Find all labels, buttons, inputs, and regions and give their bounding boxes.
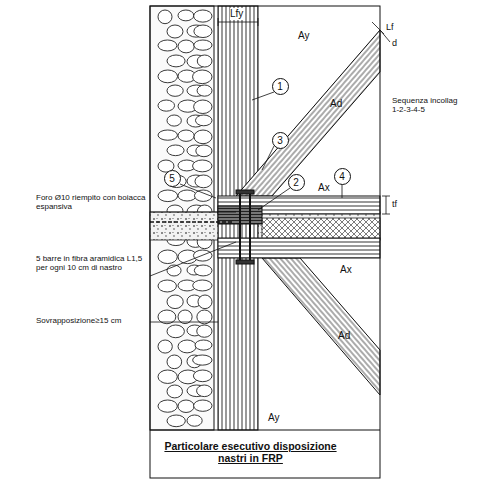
stone <box>167 325 184 338</box>
stone <box>195 175 212 188</box>
stone <box>193 280 212 291</box>
drawing-frame <box>150 6 380 478</box>
callout-number: 1 <box>277 81 283 92</box>
dimension-label: Ad <box>338 330 350 342</box>
leader-lines <box>150 92 342 322</box>
dimension-label: Ay <box>298 30 310 42</box>
stone <box>167 415 185 427</box>
stone <box>195 340 212 350</box>
stone <box>158 370 177 383</box>
stone <box>178 130 194 141</box>
note-text: 5 barre in fibra aramidica L1,5 per ogni… <box>36 254 148 272</box>
stone <box>194 25 212 38</box>
callout-circle: 2 <box>288 174 305 191</box>
stone <box>198 295 212 309</box>
dimension-label: tf <box>392 199 397 209</box>
stone <box>167 385 182 398</box>
stone <box>194 130 212 144</box>
stone <box>167 55 185 67</box>
stone <box>194 10 212 22</box>
stone <box>194 400 212 411</box>
anchor-bolts <box>150 190 254 264</box>
stone <box>197 325 212 337</box>
stone <box>158 280 176 292</box>
callout-number: 2 <box>293 177 299 188</box>
stone <box>167 295 183 309</box>
dimension-label: Ax <box>318 182 330 194</box>
dimension-label: Ad <box>330 98 342 110</box>
stone <box>187 415 202 426</box>
stone <box>178 400 194 412</box>
stone <box>193 160 212 172</box>
callout-circle: 5 <box>164 170 181 187</box>
note-text: Foro Ø10 riempito con boiacca espansiva <box>36 193 148 211</box>
slab-gravel <box>150 212 380 240</box>
stone <box>194 265 212 276</box>
stone <box>158 250 177 264</box>
dimension-label: Ay <box>268 412 280 424</box>
stone <box>178 10 194 21</box>
callout-circle: 3 <box>272 132 289 149</box>
stone <box>178 190 196 201</box>
stone <box>158 70 178 83</box>
stone <box>194 100 212 114</box>
stone <box>167 85 183 96</box>
horizontal-frp-strip <box>218 238 380 258</box>
stone <box>167 145 184 156</box>
stone <box>158 10 172 24</box>
diagonal-frp-strip <box>262 258 380 395</box>
stone <box>197 85 212 96</box>
stone <box>197 385 212 397</box>
dimension-label: Lfy <box>230 8 243 20</box>
callout-number: 5 <box>169 173 175 184</box>
stone <box>167 25 183 38</box>
stone <box>178 310 192 324</box>
dimension-label: d <box>392 38 397 48</box>
stone <box>178 40 194 53</box>
callout-number: 3 <box>277 135 283 146</box>
stone <box>195 115 212 126</box>
stone <box>193 370 212 382</box>
stone <box>158 400 177 412</box>
stone <box>158 190 178 202</box>
stone <box>193 355 212 365</box>
sequence-note: Sequenza incollag 1-2-3-4-5 <box>392 96 464 114</box>
caption: Particolare esecutivo disposizione nastr… <box>163 440 338 464</box>
dimension-label: Ax <box>340 264 352 276</box>
stone <box>194 40 212 50</box>
note-text: Sovrapposizione≥15 cm <box>36 316 148 325</box>
stone <box>158 340 172 353</box>
frame-divider <box>150 430 380 431</box>
callout-circle: 4 <box>334 168 351 185</box>
callout-circle: 1 <box>272 78 289 95</box>
stone <box>196 145 212 157</box>
diagonal-frp-strip <box>236 30 380 196</box>
dimension-lines <box>218 18 390 214</box>
dimension-label: Lf <box>386 22 394 32</box>
stone <box>158 40 177 51</box>
slab-mesh <box>262 218 380 240</box>
stone <box>158 130 177 140</box>
stone <box>193 70 212 84</box>
stone <box>178 340 196 353</box>
stone <box>158 100 175 111</box>
callout-number: 4 <box>339 171 345 182</box>
stone <box>197 55 212 67</box>
stone <box>167 355 182 369</box>
stone <box>167 115 181 126</box>
